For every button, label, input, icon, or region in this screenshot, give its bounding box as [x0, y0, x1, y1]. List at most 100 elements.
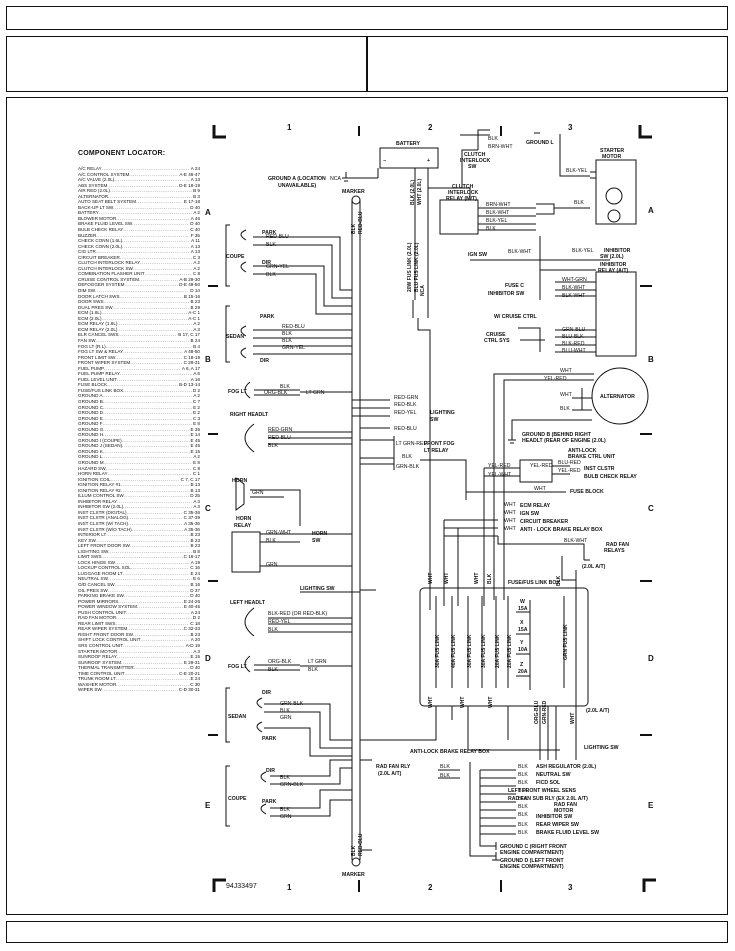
locator-component-name: GROUND A — [78, 393, 103, 399]
locator-grid-ref: E 45 — [190, 437, 200, 443]
wire-blk-23: BLK — [518, 780, 528, 786]
locator-component-name: GROUND H — [78, 432, 104, 438]
locator-leader-dots: ........................................… — [95, 537, 190, 543]
locator-component-name: FRONT WIPER SYSTEM — [78, 360, 131, 366]
marker-bottom-label: MARKER — [342, 872, 365, 878]
locator-component-name: O/D CANCEL SW — [78, 582, 115, 588]
locator-row: CLUTCH INTERLOCK RELAY..................… — [78, 260, 200, 266]
locator-leader-dots: ........................................… — [101, 554, 183, 560]
locator-component-name: GROUND M — [78, 459, 104, 465]
locator-grid-ref: B 15-16 — [183, 293, 200, 299]
wire-red-blu-2: RED-BLU — [282, 324, 305, 330]
locator-component-name: BLOWER MOTOR — [78, 215, 117, 221]
locator-component-name: ELR CANCEL SWS — [78, 332, 119, 338]
locator-leader-dots: ........................................… — [104, 365, 181, 371]
locator-leader-dots: ........................................… — [116, 681, 189, 687]
locator-row: BLOWER MOTOR............................… — [78, 216, 200, 222]
markers — [351, 195, 361, 867]
locator-grid-ref: D 2 — [192, 615, 200, 621]
locator-leader-dots: ........................................… — [103, 432, 190, 438]
locator-leader-dots: ........................................… — [115, 559, 190, 565]
wire-blk-12: BLK — [280, 708, 290, 714]
row-label-e-right: E — [648, 801, 654, 810]
locator-leader-dots: ........................................… — [101, 310, 188, 316]
locator-grid-ref: C 32-33 — [183, 626, 200, 632]
locator-row: AUTO SEAT BELT SYSTEM...................… — [78, 199, 200, 205]
starter-motor-box — [595, 159, 637, 225]
park-label-1: PARK — [262, 230, 277, 236]
wire-grn-red-vert: GRN-RED — [542, 700, 548, 724]
locator-grid-ref: B 16 — [190, 582, 200, 588]
locator-grid-ref: B 24 — [190, 337, 200, 343]
dir-lamp-sedan-lower — [256, 697, 263, 709]
locator-grid-ref: E 17-18 — [183, 199, 200, 205]
ground-a-label-2: UNAVAILABLE) — [278, 183, 316, 189]
rad-fan-motor-label: RAD FAN — [554, 802, 577, 808]
locator-row: GROUND C................................… — [78, 405, 200, 411]
locator-leader-dots: ........................................… — [98, 210, 193, 216]
locator-row: RIGHT FRONT DOOR SW.....................… — [78, 632, 200, 638]
fus-link-6: 20A FUS LINK — [507, 634, 513, 668]
locator-grid-ref: D 25 — [190, 493, 200, 499]
wire-blk-15: BLK — [488, 136, 498, 142]
locator-grid-ref: A 3 — [193, 648, 200, 654]
locator-row: A/C CONTROL SYSTEM......................… — [78, 172, 200, 178]
anti-lock-unit-label: ANTI-LOCK — [568, 448, 597, 454]
rad-fan-motor-label-2: MOTOR — [554, 808, 573, 814]
wire-blk-wht-3: BLK-WHT — [562, 285, 586, 291]
locator-row: OIL PRES SW.............................… — [78, 588, 200, 594]
locator-row: IGNITION RELAY #1.......................… — [78, 482, 200, 488]
locator-grid-ref: C 37-39 — [183, 515, 200, 521]
row-label-b-left: B — [205, 355, 211, 364]
locator-leader-dots: ........................................… — [140, 260, 193, 266]
inst-clstr-label: INST CLSTR — [584, 466, 615, 472]
locator-component-name: COMBINATION FLASHER UNIT — [78, 271, 145, 277]
locator-grid-ref: B 23 — [190, 299, 200, 305]
locator-component-name: TIME CONTROL UNIT — [78, 670, 125, 676]
locator-leader-dots: ........................................… — [113, 204, 189, 210]
locator-grid-ref: D-E 49-50 — [179, 282, 200, 288]
locator-row: SHIFT LOCK CONTROL UNIT.................… — [78, 637, 200, 643]
locator-leader-dots: ........................................… — [109, 188, 192, 194]
fuse-x-amp: 15A — [518, 627, 528, 633]
locator-row: INTERIOR LT.............................… — [78, 532, 200, 538]
locator-leader-dots: ........................................… — [108, 548, 192, 554]
locator-row: GROUND M................................… — [78, 460, 200, 466]
locator-grid-ref: B 23 — [190, 631, 200, 637]
wire-blk-vert-1: BLK — [351, 223, 357, 234]
locator-row: A/C VALVE (2.0L)........................… — [78, 177, 200, 183]
locator-grid-ref: E 35 — [190, 426, 200, 432]
locator-component-name: CHECK CONN (1.6L) — [78, 238, 123, 244]
fuse-x-label: X — [520, 620, 524, 626]
inhibitor-sw-label-2: SW (2.0L) — [600, 254, 624, 260]
wire-blk-yel-1: BLK-YEL — [486, 218, 507, 224]
col-label-1-bottom: 1 — [287, 883, 292, 892]
wire-blk-16: BLK — [486, 226, 496, 232]
locator-row: BACK-UP LT SW...........................… — [78, 205, 200, 211]
wire-blk-vert-3: BLK — [487, 573, 493, 584]
locator-row: FOG LT (R,L)............................… — [78, 344, 200, 350]
inhibitor-relay-label-2: RELAY (A/T) — [598, 268, 629, 274]
rad-fan-sub-label: RAD FAN SUB RLY (EX 2.0L A/T) — [508, 796, 588, 802]
locator-grid-ref: C 40 — [190, 227, 200, 233]
wire-blk-21: BLK — [518, 764, 528, 770]
clutch-sw-label-3: SW — [468, 164, 476, 170]
locator-leader-dots: ........................................… — [129, 171, 179, 177]
locator-leader-dots: ........................................… — [102, 454, 193, 460]
lighting-sw-label: LIGHTING — [430, 410, 455, 416]
locator-component-name: ECM RELAY (1.6L) — [78, 321, 118, 327]
left-headlamp — [244, 607, 255, 637]
fus-link-2: 40A FUS LINK — [451, 634, 457, 668]
locator-grid-ref: C 7 — [192, 398, 200, 404]
fog-lt-label-top: FOG LT — [228, 389, 247, 395]
ground-a-symbol — [342, 172, 350, 182]
wire-wht-grn-1: WHT-GRN — [562, 277, 587, 283]
locator-component-name: FOG LT SW & RELAY — [78, 349, 124, 355]
locator-leader-dots: ........................................… — [112, 304, 190, 310]
locator-leader-dots: ........................................… — [122, 570, 190, 576]
locator-grid-ref: C 3 — [192, 415, 200, 421]
locator-leader-dots: ........................................… — [126, 509, 183, 515]
column-ticks — [358, 126, 502, 892]
wire-wht-4: WHT — [504, 502, 517, 508]
locator-row: FRONT LIMIT SW..........................… — [78, 355, 200, 361]
